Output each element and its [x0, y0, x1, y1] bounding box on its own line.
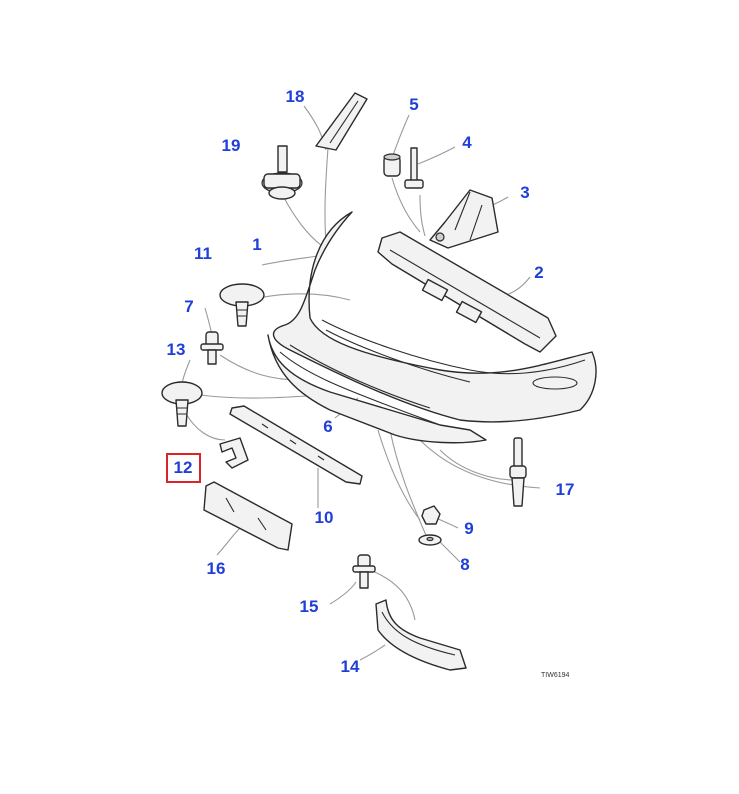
- part-17-pin: [509, 437, 527, 507]
- part-16-plate-bracket: [203, 481, 293, 551]
- part-6-lower-spoiler: [267, 334, 487, 444]
- callout-12-highlight-box: [166, 453, 201, 483]
- part-2-armature: [377, 231, 557, 353]
- part-1-bumper-cover: [272, 211, 597, 423]
- callout-12[interactable]: 12: [173, 458, 193, 477]
- part-3-bracket: [429, 189, 499, 249]
- callout-4[interactable]: 4: [462, 133, 472, 152]
- callout-9[interactable]: 9: [464, 519, 474, 538]
- callout-11[interactable]: 11: [194, 244, 212, 263]
- part-7-clip: [200, 331, 224, 365]
- callout-18[interactable]: 18: [285, 87, 305, 106]
- part-15-clip: [352, 554, 376, 589]
- part-18-strip: [315, 92, 368, 151]
- callout-2[interactable]: 2: [534, 263, 544, 282]
- part-4-bolt: [404, 147, 424, 189]
- part-5-spacer: [383, 153, 401, 177]
- callout-3[interactable]: 3: [520, 183, 530, 202]
- part-13-push-clip: [161, 381, 203, 427]
- callout-8[interactable]: 8: [460, 555, 470, 574]
- callout-17[interactable]: 17: [555, 480, 575, 499]
- callout-6[interactable]: 6: [323, 417, 333, 436]
- callout-13[interactable]: 13: [166, 340, 186, 359]
- part-11-push-clip: [219, 283, 265, 327]
- callout-15[interactable]: 15: [299, 597, 319, 616]
- part-10-trim-strip: [229, 405, 363, 485]
- callout-19[interactable]: 19: [221, 136, 241, 155]
- callout-14[interactable]: 14: [340, 657, 360, 676]
- part-9-nut: [421, 505, 441, 525]
- callout-1[interactable]: 1: [252, 235, 262, 254]
- callout-10[interactable]: 10: [314, 508, 334, 527]
- drawing-code: TIW6194: [541, 672, 570, 679]
- callout-5[interactable]: 5: [409, 95, 419, 114]
- part-19-stud: [261, 145, 303, 200]
- part-8-washer: [418, 534, 442, 546]
- callout-16[interactable]: 16: [206, 559, 226, 578]
- part-12-retainer-clip: [219, 437, 249, 469]
- part-14-deflector: [375, 599, 467, 671]
- callout-7[interactable]: 7: [184, 297, 194, 316]
